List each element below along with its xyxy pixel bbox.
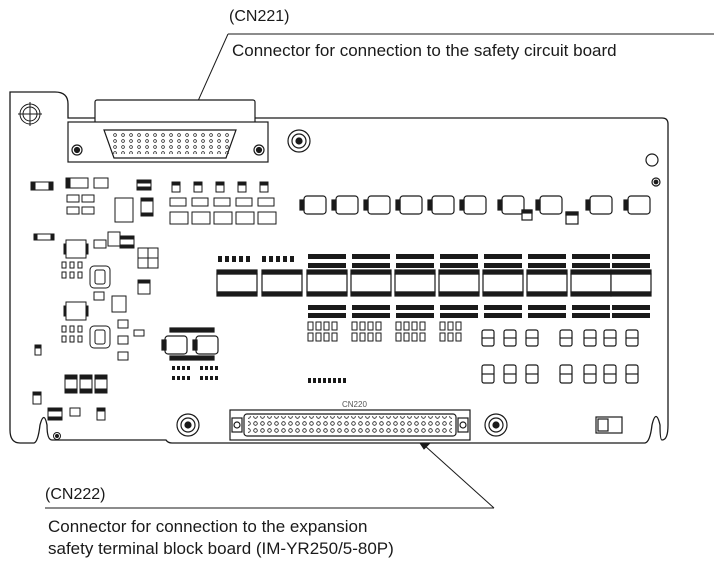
top-left-relay-group (169, 181, 277, 225)
standoff-top (287, 129, 311, 153)
standoff-bottom-left (176, 413, 200, 437)
small-chip-columns (307, 321, 462, 342)
relay-row-top (299, 195, 651, 225)
mounting-hole-top-left (18, 102, 42, 126)
cn221-description: Connector for connection to the safety c… (232, 41, 617, 60)
cn222-description-line1: Connector for connection to the expansio… (48, 517, 368, 536)
cn222-description-line2: safety terminal block board (IM-YR250/5-… (48, 539, 394, 558)
cn221-connector (67, 99, 269, 163)
left-component-cluster (30, 177, 159, 440)
alignment-holes-right (645, 153, 661, 187)
resistor-array-row (218, 254, 650, 268)
resistor-pairs-lower (308, 305, 650, 318)
cn222-connector (229, 409, 471, 441)
cn222-leader-line (45, 439, 495, 509)
standoff-bottom-right (484, 413, 508, 437)
ic-row (216, 269, 652, 297)
cn221-code-label: (CN221) (229, 8, 290, 25)
cn222-code-label: (CN222) (45, 486, 106, 503)
small-dot-rows (172, 366, 346, 383)
dip-switch (595, 416, 623, 434)
mid-relay-pair (161, 327, 219, 361)
capacitor-grid (481, 329, 639, 384)
cn220-silkscreen-label: CN220 (342, 400, 367, 409)
